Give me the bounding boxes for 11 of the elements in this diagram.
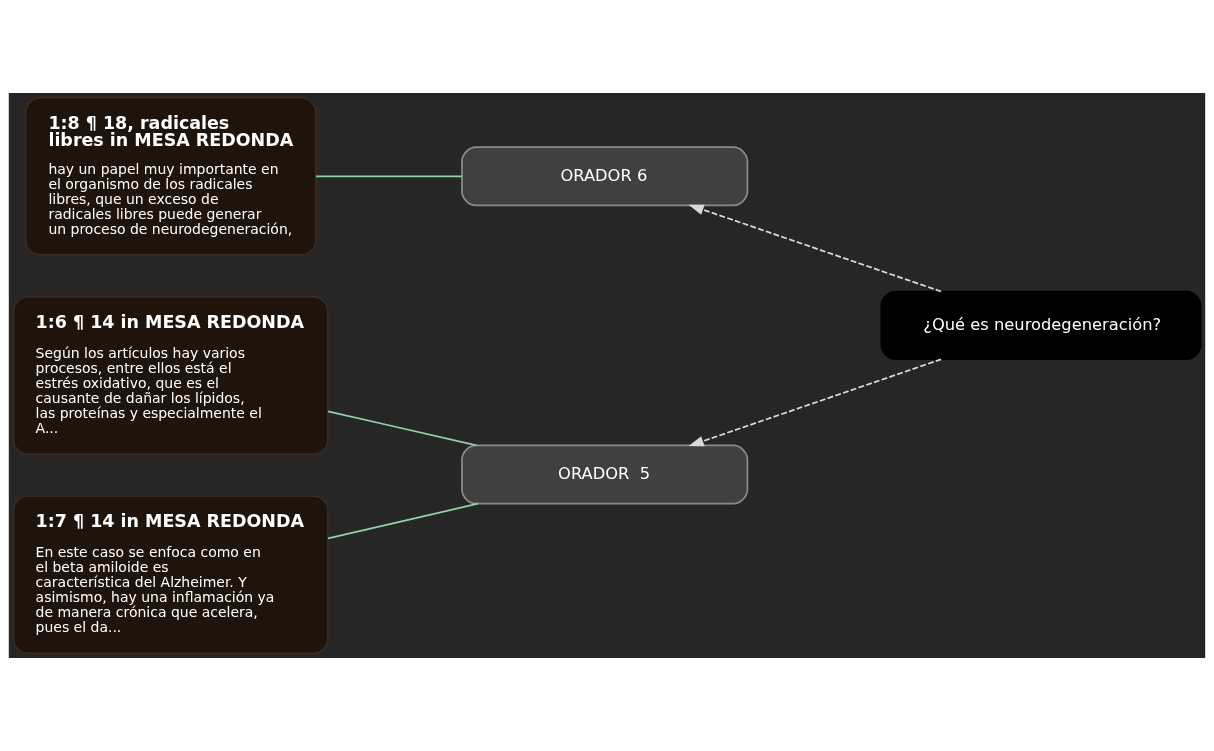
node-box: ORADOR 5: [461, 444, 749, 505]
node-box: 1:7 ¶ 14 in MESA REDONDA En este caso se enfoca como en el beta amiloide es característica del Alzheimer. Y asimismo, hay una inflamación ya de manera crónica que acelera, pues el da...: [12, 495, 329, 655]
arrow: [688, 358, 942, 447]
node-box: 1:6 ¶ 14 in MESA REDONDA Según los artículos hay varios procesos, entre ellos está el estrés oxidativo, que es el causante de dañar los lípidos, las proteínas y especialmente el A...: [12, 296, 329, 455]
node-box: 1:8 ¶ 18, radicales libres in MESA REDONDA hay un papel muy importante en el organismo de los radicales libres, que un exceso de radicales libres puede generar un proceso de neurodegeneración,: [24, 96, 317, 256]
connector: [327, 410, 478, 447]
arrow: [688, 204, 942, 293]
connector: [327, 502, 479, 540]
node-box: ¿Qué es neurodegeneración?: [880, 290, 1202, 361]
node-box: ORADOR 6: [461, 146, 749, 207]
connector: [315, 175, 463, 178]
